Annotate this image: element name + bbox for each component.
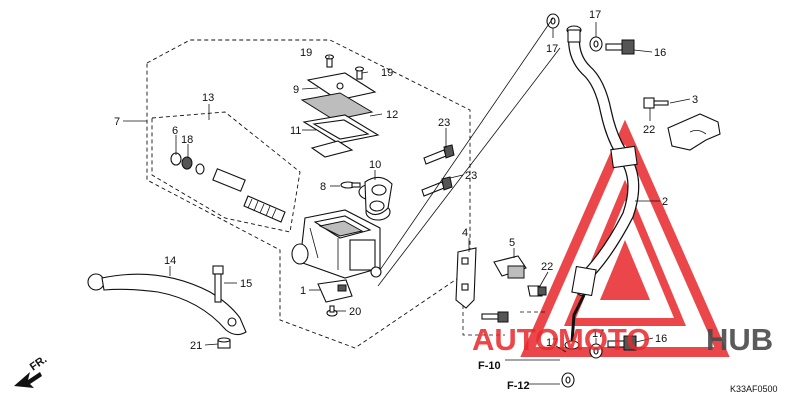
brake-light-switch bbox=[317, 279, 353, 303]
callout-14: 14 bbox=[164, 255, 176, 267]
watermark-text-hub: HUB bbox=[706, 322, 773, 357]
callout-13: 13 bbox=[202, 92, 214, 104]
callout-6: 6 bbox=[172, 125, 178, 137]
callout-8: 8 bbox=[320, 181, 326, 193]
reservoir-cap bbox=[300, 72, 380, 158]
callout-22-b: 22 bbox=[541, 261, 553, 273]
callout-17-b: 17 bbox=[589, 9, 601, 21]
washer-17-a bbox=[546, 13, 560, 29]
watermark-text: AUTO MOTO HUB bbox=[472, 322, 773, 357]
screw-20 bbox=[326, 305, 338, 317]
watermark-text-moto: MOTO bbox=[558, 322, 650, 357]
callout-22-a: 22 bbox=[643, 124, 655, 136]
callout-18: 18 bbox=[181, 134, 193, 146]
bolt-22-a bbox=[643, 97, 669, 109]
bolt-16-b bbox=[607, 335, 637, 351]
nut-21 bbox=[217, 337, 231, 349]
screw-19-b bbox=[354, 66, 365, 80]
piston-kit-outline bbox=[151, 111, 301, 233]
bolt-f10 bbox=[481, 311, 509, 323]
callout-19-a: 19 bbox=[300, 47, 312, 59]
callout-16-b: 16 bbox=[655, 333, 667, 345]
bolt-22-b bbox=[527, 285, 547, 297]
assembly-outline bbox=[146, 39, 471, 349]
hose-bracket bbox=[455, 247, 477, 309]
callout-7: 7 bbox=[114, 116, 120, 128]
bolt-23-a bbox=[423, 144, 455, 165]
callout-17-a: 17 bbox=[546, 43, 558, 55]
callout-11: 11 bbox=[290, 125, 301, 137]
bolt-23-b bbox=[421, 176, 453, 197]
bolt-15 bbox=[212, 265, 224, 303]
relay-5 bbox=[493, 255, 527, 279]
piston-kit bbox=[170, 152, 286, 223]
ref-fr: FR. bbox=[28, 353, 49, 373]
pin-8 bbox=[340, 181, 361, 189]
washer-17-b bbox=[589, 36, 603, 52]
callout-23-a: 23 bbox=[438, 117, 450, 129]
ref-f12: F-12 bbox=[507, 380, 530, 392]
front-direction-arrow-icon bbox=[14, 372, 42, 388]
callout-10: 10 bbox=[369, 159, 381, 171]
watermark-text-auto: AUTO bbox=[472, 322, 559, 357]
brake-hose bbox=[564, 25, 640, 350]
callout-23-b: 23 bbox=[465, 170, 477, 182]
diagram-code: K33AF0500 bbox=[730, 384, 778, 394]
washer-17-d bbox=[561, 372, 575, 388]
callout-3: 3 bbox=[692, 94, 698, 106]
holder-clamp bbox=[364, 176, 393, 216]
callout-1: 1 bbox=[300, 285, 306, 297]
leader-lines bbox=[123, 17, 691, 385]
callout-17-c: 17 bbox=[592, 328, 604, 340]
callout-4: 4 bbox=[462, 227, 468, 239]
bolt-16-a bbox=[605, 39, 635, 55]
callout-16-a: 16 bbox=[654, 47, 666, 59]
hose-clamp bbox=[667, 113, 721, 151]
callout-17-d: 17 bbox=[546, 337, 558, 349]
callout-15: 15 bbox=[240, 278, 252, 290]
callout-19-b: 19 bbox=[381, 67, 393, 79]
brake-lever bbox=[87, 273, 247, 336]
callout-21: 21 bbox=[190, 340, 202, 352]
ref-f10: F-10 bbox=[478, 360, 501, 372]
callout-20: 20 bbox=[349, 306, 361, 318]
callout-9: 9 bbox=[293, 84, 299, 96]
screw-19-a bbox=[324, 54, 335, 68]
callout-5: 5 bbox=[509, 237, 515, 249]
callout-2: 2 bbox=[662, 196, 668, 208]
callout-12: 12 bbox=[386, 109, 398, 121]
